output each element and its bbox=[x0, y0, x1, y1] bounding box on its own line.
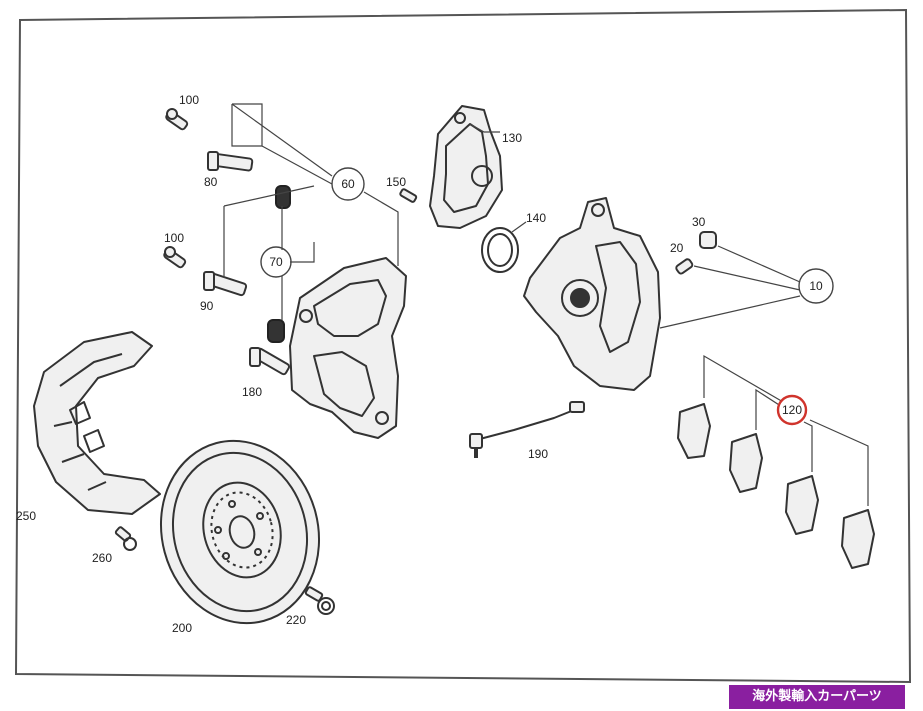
bolt-150[interactable] bbox=[399, 188, 418, 203]
bolt-180[interactable] bbox=[249, 347, 290, 376]
bolt-80[interactable] bbox=[207, 151, 254, 172]
callout-80: 80 bbox=[204, 175, 218, 189]
callout-90: 90 bbox=[200, 299, 214, 313]
callout-100-lower: 100 bbox=[164, 231, 184, 245]
splash-shield-250[interactable] bbox=[33, 331, 161, 515]
bleeder-screw-20[interactable] bbox=[675, 258, 694, 275]
nut-70-lower[interactable] bbox=[267, 319, 285, 343]
callout-140: 140 bbox=[526, 211, 546, 225]
brake-pad-4[interactable] bbox=[841, 509, 875, 569]
callout-220: 220 bbox=[286, 613, 306, 627]
callout-120: 120 bbox=[782, 403, 802, 417]
callout-100-top: 100 bbox=[179, 93, 199, 107]
seal-ring-140-inner bbox=[487, 233, 513, 267]
watermark-banner: 海外製輸入カーパーツ bbox=[729, 685, 905, 709]
nut-70-upper[interactable] bbox=[275, 185, 291, 209]
bolt-100-top[interactable] bbox=[165, 108, 189, 131]
callout-180: 180 bbox=[242, 385, 262, 399]
callout-250: 250 bbox=[16, 509, 36, 523]
callout-130: 130 bbox=[502, 131, 522, 145]
dust-cap-30[interactable] bbox=[699, 231, 717, 249]
callout-ring-10 bbox=[798, 268, 834, 304]
callout-20: 20 bbox=[670, 241, 684, 255]
leader-130 bbox=[469, 123, 500, 133]
screw-260[interactable] bbox=[114, 526, 137, 551]
caliper-carrier-bracket[interactable] bbox=[289, 257, 407, 439]
brake-assembly-diagram: 100 80 100 90 70 60 bbox=[14, 8, 912, 684]
callout-70: 70 bbox=[269, 255, 283, 269]
callout-190: 190 bbox=[528, 447, 548, 461]
bolt-90[interactable] bbox=[203, 271, 248, 297]
seal-ring-140[interactable] bbox=[481, 227, 519, 273]
leader-lines-left bbox=[223, 103, 399, 320]
screw-220[interactable] bbox=[304, 586, 335, 615]
leader-140 bbox=[511, 221, 527, 233]
bolt-100-lower[interactable] bbox=[163, 246, 187, 269]
parts-diagram-sheet: 100 80 100 90 70 60 bbox=[14, 6, 912, 688]
wear-sensor-190[interactable] bbox=[469, 401, 585, 458]
callout-200: 200 bbox=[172, 621, 192, 635]
callout-10: 10 bbox=[809, 279, 823, 293]
caliper-body-10[interactable] bbox=[523, 197, 661, 391]
callout-ring-120-highlight bbox=[776, 394, 808, 426]
callout-60: 60 bbox=[341, 177, 355, 191]
callout-260: 260 bbox=[92, 551, 112, 565]
brake-pad-3[interactable] bbox=[785, 475, 819, 535]
callout-30: 30 bbox=[692, 215, 706, 229]
leader-lines-10 bbox=[659, 245, 801, 329]
callout-150: 150 bbox=[386, 175, 406, 189]
brake-pad-1[interactable] bbox=[677, 403, 711, 459]
brake-disc-200[interactable] bbox=[141, 423, 339, 641]
brake-pad-2[interactable] bbox=[729, 433, 763, 493]
